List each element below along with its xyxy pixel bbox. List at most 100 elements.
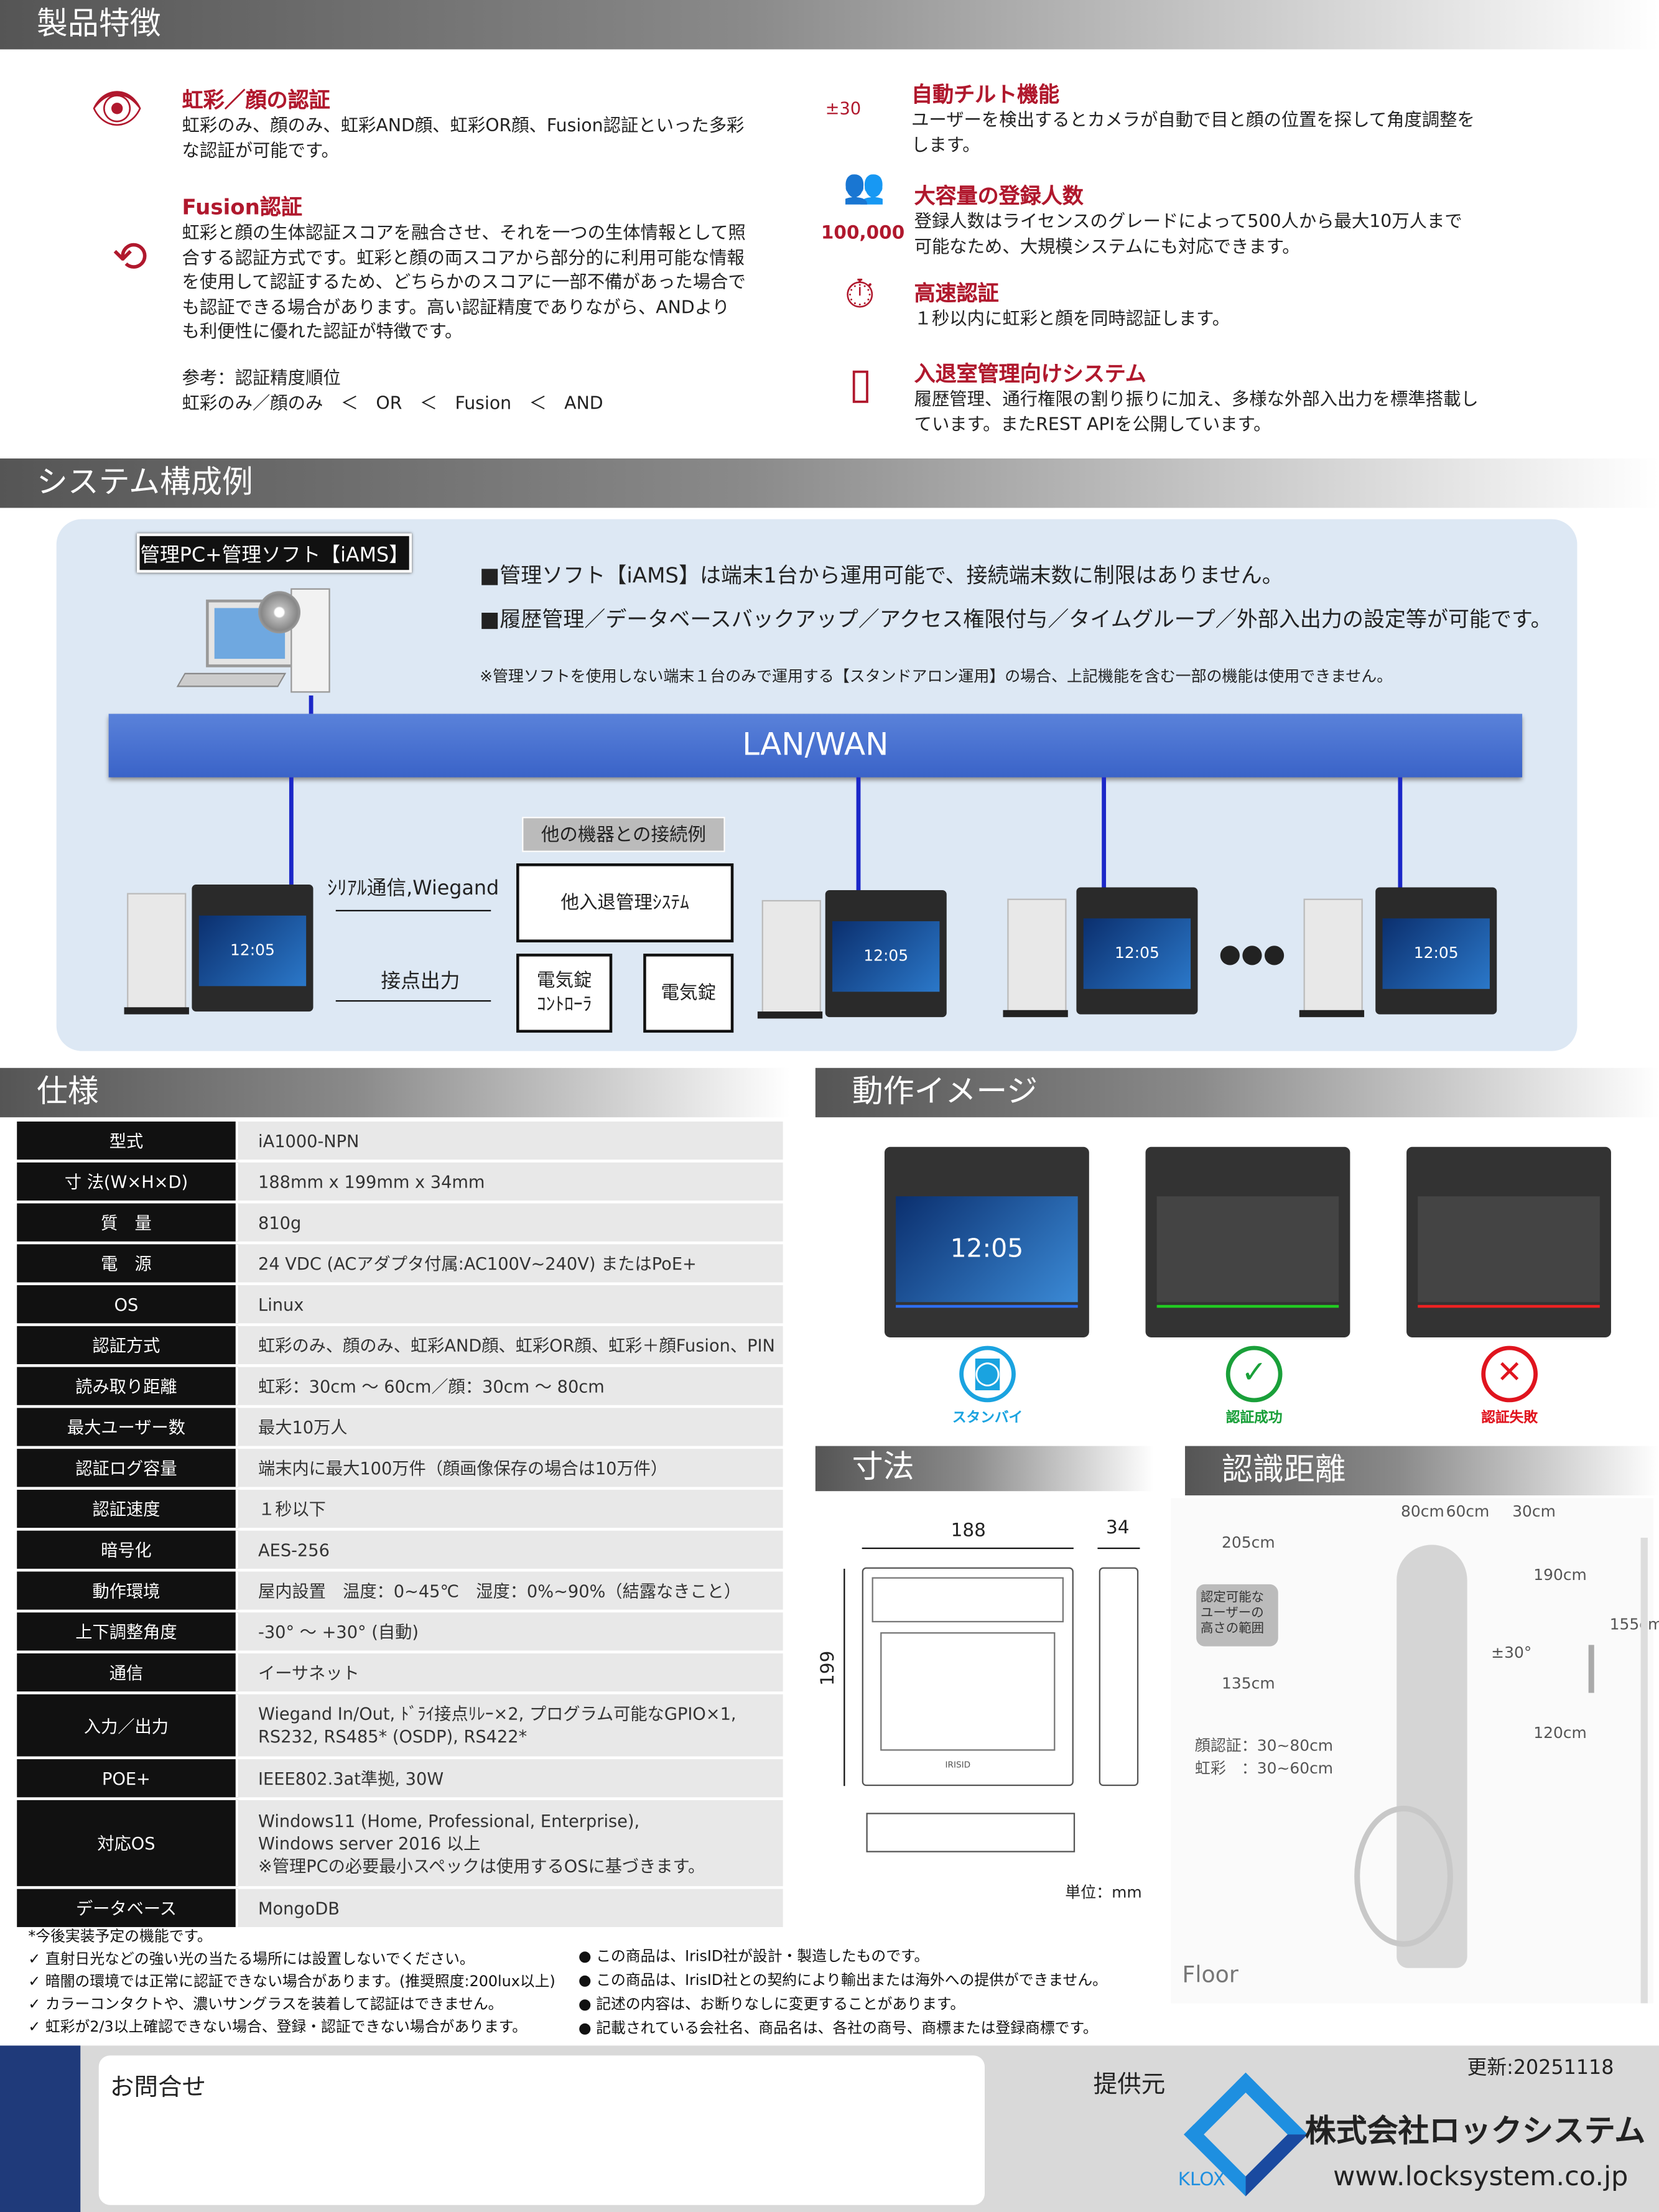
feature-text: 虹彩のみ、顔のみ、虹彩AND顔、虹彩OR顔、Fusion認証といった多彩な認証が…	[182, 114, 745, 160]
device-terminal: 12:05	[192, 884, 314, 1012]
door-icon: ▯	[848, 360, 873, 409]
spec-key: 型式	[17, 1121, 239, 1160]
wall	[1640, 1538, 1648, 2004]
spec-row: 読み取り距離虹彩：30cm ～ 60cm／顔：30cm ～ 80cm	[17, 1367, 783, 1405]
floor-label: Floor	[1182, 1961, 1238, 1988]
status-fail: 認証失敗	[1481, 1410, 1538, 1426]
spec-key: 対応OS	[17, 1800, 239, 1887]
feature-text: 登録人数はライセンスのグレードによって500人から最大10万人まで可能なため、大…	[914, 210, 1462, 256]
spec-value: １秒以下	[238, 1489, 783, 1528]
serial-label: ｼﾘｱﾙ通信,Wiegand	[327, 877, 500, 900]
spec-value: IEEE802.3at準拠, 30W	[238, 1759, 783, 1798]
lock-controller-box: 電気錠 ｺﾝﾄﾛｰﾗ	[516, 954, 613, 1033]
spec-key: 暗号化	[17, 1530, 239, 1569]
legal-item: ● この商品は、IrisID社との契約により輸出または海外への提供ができません。	[578, 1972, 1107, 1989]
spec-row: POE+IEEE802.3at準拠, 30W	[17, 1759, 783, 1798]
distance-60: 60cm	[1446, 1502, 1490, 1521]
other-system-box: 他入退管理ｼｽﾃﾑ	[516, 863, 734, 942]
check-icon: ✓	[1225, 1345, 1283, 1403]
spec-key: OS	[17, 1285, 239, 1324]
side-view-drawing	[1099, 1567, 1139, 1787]
spec-key: 最大ユーザー数	[17, 1408, 239, 1446]
pc-label: 管理PC+管理ソフト【iAMS】	[136, 533, 412, 573]
pc-icon	[176, 585, 343, 695]
distance-30: 30cm	[1512, 1502, 1556, 1521]
spec-value: 端末内に最大100万件（顔画像保存の場合は10万件）	[238, 1449, 783, 1487]
future-note: *今後実装予定の機能です。	[28, 1928, 212, 1946]
height-135: 135cm	[1222, 1674, 1275, 1693]
status-success: 認証成功	[1225, 1410, 1283, 1426]
spec-key: POE+	[17, 1759, 239, 1798]
x-icon: ✕	[1481, 1345, 1538, 1403]
users-icon: 👥	[843, 166, 885, 207]
tilt-angle: ±30°	[1491, 1643, 1532, 1662]
spec-row: 認証ログ容量端末内に最大100万件（顔画像保存の場合は10万件）	[17, 1449, 783, 1487]
feature-text: 履歴管理、通行権限の割り振りに加え、多様な外部入出力を標準搭載しています。またR…	[914, 388, 1479, 434]
spec-row: 動作環境屋内設置 温度：0~45℃ 湿度：0%~90%（結露なきこと）	[17, 1571, 783, 1610]
spec-key: 寸 法(W×H×D)	[17, 1162, 239, 1201]
iris-face-icon: 👁	[90, 85, 144, 134]
spec-value: Windows11 (Home, Professional, Enterpris…	[238, 1800, 783, 1887]
device-terminal: 12:05	[1375, 887, 1497, 1015]
spec-value: 虹彩のみ、顔のみ、虹彩AND顔、虹彩OR顔、虹彩＋顔Fusion、PIN	[238, 1326, 783, 1365]
height-155: 155cm	[1609, 1615, 1659, 1634]
section-header-dimensions: 寸法	[815, 1446, 1155, 1492]
caution-item: ✓ カラーコンタクトや、濃いサングラスを装着して認証はできません。	[28, 1996, 503, 2014]
spec-key: 上下調整角度	[17, 1612, 239, 1651]
distance-80: 80cm	[1401, 1502, 1444, 1521]
spec-value: 最大10万人	[238, 1408, 783, 1446]
reference-label: 参考：認証精度順位	[182, 366, 341, 388]
device-side	[1588, 1645, 1594, 1693]
height-205: 205cm	[1222, 1533, 1275, 1552]
device-standby-image: 12:05	[884, 1146, 1089, 1337]
height-range-badge: 認定可能なユーザーの高さの範囲	[1196, 1584, 1278, 1647]
contact-label: お問合せ	[109, 2073, 207, 2103]
spec-row: 認証方式虹彩のみ、顔のみ、虹彩AND顔、虹彩OR顔、虹彩＋顔Fusion、PIN	[17, 1326, 783, 1365]
company-name: 株式会社ロックシステム	[1304, 2114, 1646, 2150]
spec-value: 屋内設置 温度：0~45℃ 湿度：0%~90%（結露なきこと）	[238, 1571, 783, 1610]
feature-title: 虹彩／顔の認証	[182, 87, 330, 113]
spec-value: 810g	[238, 1203, 783, 1242]
spec-key: 通信	[17, 1653, 239, 1692]
spec-value: iA1000-NPN	[238, 1121, 783, 1160]
door-icon	[761, 899, 821, 1016]
legal-list: ● この商品は、IrisID社が設計・製造したものです。 ● この商品は、Iris…	[579, 1945, 1107, 2041]
capacity-number: 100,000	[820, 223, 905, 244]
feature-title: 入退室管理向けシステム	[914, 361, 1146, 387]
tilt-icon: ±30	[825, 98, 862, 119]
feature-text: 虹彩と顔の生体認証スコアを融合させ、それを一つの生体情報として照合する認証方式で…	[182, 221, 746, 342]
spec-value: 188mm x 199mm x 34mm	[238, 1162, 783, 1201]
lock-box: 電気錠	[643, 954, 734, 1033]
front-view-drawing: IRISID	[862, 1567, 1074, 1787]
feature-title: 自動チルト機能	[911, 81, 1060, 108]
legal-item: ● この商品は、IrisID社が設計・製造したものです。	[578, 1948, 929, 1966]
spec-key: 読み取り距離	[17, 1367, 239, 1405]
lan-wan-bar: LAN/WAN	[108, 713, 1523, 778]
width-arrow	[862, 1547, 1074, 1550]
door-icon	[127, 893, 187, 1009]
company-url[interactable]: www.locksystem.co.jp	[1333, 2161, 1629, 2193]
unit-label: 単位：mm	[1065, 1883, 1142, 1902]
feature-title: Fusion認証	[182, 194, 302, 220]
system-note: ※管理ソフトを使用しない端末１台のみで運用する【スタンドアロン運用】の場合、上記…	[480, 667, 1393, 686]
device-fail-image	[1406, 1146, 1611, 1337]
spec-key: 電 源	[17, 1244, 239, 1283]
door-icon	[1007, 898, 1067, 1015]
updated-date: 更新:20251118	[1467, 2056, 1614, 2080]
depth-arrow	[1097, 1547, 1140, 1550]
caution-list: ✓ 直射日光などの強い光の当たる場所には設置しないでください。✓ 暗闇の環境では…	[28, 1948, 555, 2038]
spec-key: 認証ログ容量	[17, 1449, 239, 1487]
camera-icon: ◙	[959, 1345, 1016, 1403]
height-arrow	[843, 1568, 845, 1787]
bottom-view-drawing	[866, 1813, 1076, 1852]
speed-clock-icon: ⏱	[844, 271, 876, 318]
logo-text: KLOX	[1178, 2170, 1225, 2191]
face-range: 顔認証：30~80cm	[1194, 1736, 1334, 1755]
